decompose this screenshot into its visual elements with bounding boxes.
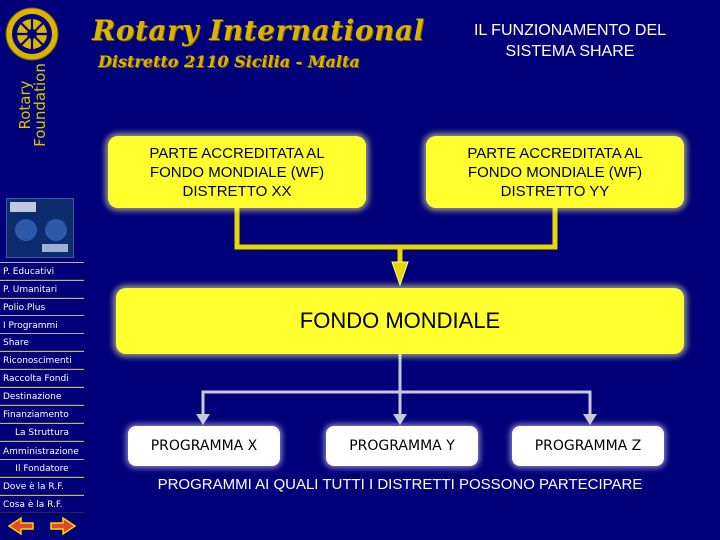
sidebar-item-cosa-e-la-rf[interactable]: Cosa è la R.F. bbox=[0, 495, 84, 513]
sidebar-item-riconoscimenti[interactable]: Riconoscimenti bbox=[0, 351, 84, 369]
fondo-mondiale-box: FONDO MONDIALE bbox=[116, 288, 684, 354]
foundation-label: Rotary Foundation bbox=[16, 15, 62, 195]
wf-district-yy-label: PARTE ACCREDITATA AL FONDO MONDIALE (WF)… bbox=[467, 144, 643, 200]
district-logo-subtitle: Distretto 2110 Sicilia - Malta bbox=[98, 52, 360, 71]
sidebar-item-destinazione[interactable]: Destinazione bbox=[0, 387, 84, 405]
sidebar-item-finanziamento[interactable]: Finanziamento bbox=[0, 405, 84, 423]
programma-x-label: PROGRAMMA X bbox=[150, 438, 258, 454]
slide-title: IL FUNZIONAMENTO DEL SISTEMA SHARE bbox=[473, 22, 667, 60]
programma-y-label: PROGRAMMA Y bbox=[349, 438, 455, 454]
sidebar-item-p-educativi[interactable]: P. Educativi bbox=[0, 262, 84, 280]
programs-note: PROGRAMMI AI QUALI TUTTI I DISTRETTI POS… bbox=[157, 476, 643, 493]
programma-x-box: PROGRAMMA X bbox=[128, 426, 280, 466]
sidebar-item-raccolta-fondi[interactable]: Raccolta Fondi bbox=[0, 369, 84, 387]
sidebar-item-share[interactable]: Share bbox=[0, 333, 84, 351]
sidebar-item-il-fondatore[interactable]: Il Fondatore bbox=[0, 459, 84, 477]
wf-district-yy-box: PARTE ACCREDITATA AL FONDO MONDIALE (WF)… bbox=[426, 136, 684, 208]
sidebar: Rotary Foundation P. Educativi P. Umanit… bbox=[0, 0, 84, 540]
fondo-mondiale-label: FONDO MONDIALE bbox=[299, 308, 501, 333]
foundation-label-line2: Foundation bbox=[31, 63, 49, 147]
book-cover-image bbox=[6, 198, 74, 258]
prev-arrow-icon[interactable] bbox=[7, 516, 35, 536]
programma-y-box: PROGRAMMA Y bbox=[326, 426, 478, 466]
rotary-wheel-icon bbox=[5, 7, 59, 61]
sidebar-item-i-programmi[interactable]: I Programmi bbox=[0, 315, 84, 335]
wf-district-xx-box: PARTE ACCREDITATA AL FONDO MONDIALE (WF)… bbox=[108, 136, 366, 208]
wf-district-xx-label: PARTE ACCREDITATA AL FONDO MONDIALE (WF)… bbox=[149, 144, 325, 200]
sidebar-item-la-struttura[interactable]: La Struttura bbox=[0, 423, 84, 441]
slide-navigation bbox=[0, 512, 84, 540]
next-arrow-icon[interactable] bbox=[49, 516, 77, 536]
rotary-international-logo: Rotary International bbox=[92, 14, 425, 47]
programma-z-label: PROGRAMMA Z bbox=[534, 438, 642, 454]
sidebar-item-polio-plus[interactable]: Polio.Plus bbox=[0, 298, 84, 316]
sidebar-item-dove-e-la-rf[interactable]: Dove è la R.F. bbox=[0, 477, 84, 495]
sidebar-item-p-umanitari[interactable]: P. Umanitari bbox=[0, 280, 84, 298]
sidebar-item-amministrazione[interactable]: Amministrazione bbox=[0, 441, 84, 461]
programma-z-box: PROGRAMMA Z bbox=[512, 426, 664, 466]
